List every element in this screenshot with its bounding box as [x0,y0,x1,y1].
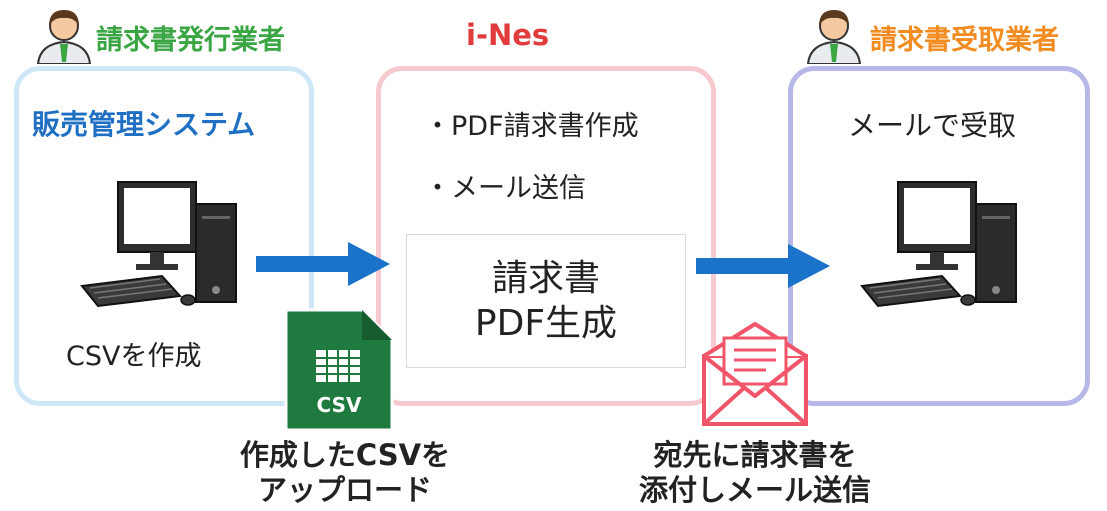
pdf-box-line2: PDF生成 [474,303,618,344]
pdf-box-line1: 請求書 [491,258,600,299]
receive-mail-text: メールで受取 [848,109,1017,142]
person-icon [806,10,862,64]
person-icon [36,10,92,64]
upload-caption: 作成したCSVを アップロード [210,438,480,508]
receiver-label: 請求書受取業者 [870,25,1059,56]
ines-label: i-Nes [466,18,550,52]
arrow-right-icon [256,242,390,286]
csv-icon-label: CSV [317,393,362,417]
arrow-right-icon [696,244,830,288]
pdf-generation-box: 請求書 PDF生成 [406,234,686,368]
send-caption-line2: 添付しメール送信 [638,472,871,507]
bullet-pdf-invoice: ・PDF請求書作成 [424,111,639,142]
issuer-label: 請求書発行業者 [96,25,285,56]
computer-icon [860,181,1017,308]
computer-icon [80,181,237,308]
upload-caption-line2: アップロード [257,472,432,507]
send-caption-line1: 宛先に請求書を [653,438,857,472]
sales-system-title: 販売管理システム [32,108,256,141]
csv-file-icon: CSV [284,308,394,432]
create-csv-text: CSVを作成 [66,341,202,372]
bullet-send-mail: ・メール送信 [424,173,586,204]
envelope-icon [702,322,808,426]
send-caption: 宛先に請求書を 添付しメール送信 [620,438,890,508]
upload-caption-line1: 作成したCSVを [239,438,451,472]
